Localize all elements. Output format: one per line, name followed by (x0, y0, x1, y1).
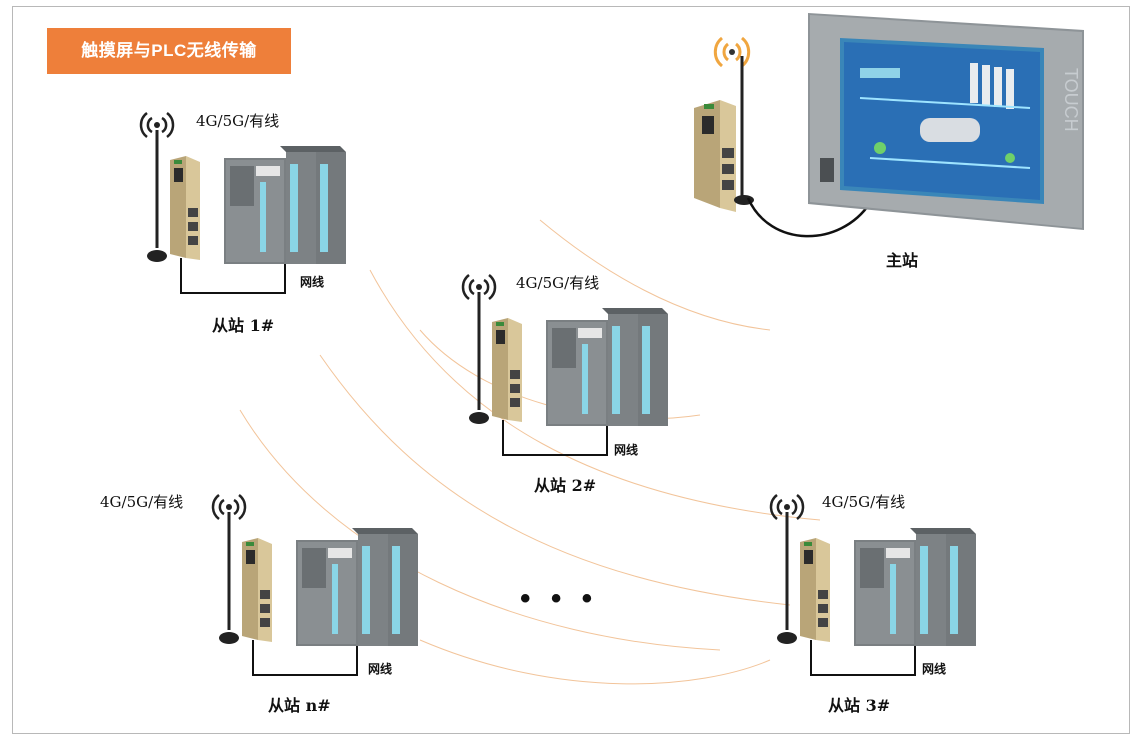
slave-n-link-label: 4G/5G/有线 (100, 493, 184, 511)
slave-station-3 (769, 493, 978, 677)
master-station: TOUCH (694, 13, 1084, 238)
slave-station-n (211, 493, 420, 677)
diagram-frame (12, 6, 1130, 734)
slave-station-1 (139, 111, 348, 295)
slave-3-cable-label: 网线 (922, 662, 947, 676)
slave-station-2 (461, 273, 670, 457)
slave-2-cable-label: 网线 (614, 443, 639, 457)
cable-icon (746, 197, 872, 238)
slave-2-link-label: 4G/5G/有线 (516, 274, 600, 292)
hmi-brand-text: TOUCH (1061, 68, 1081, 132)
slave-1-cable-label: 网线 (300, 275, 325, 289)
master-station-label: 主站 (886, 251, 919, 270)
slave-3-link-label: 4G/5G/有线 (822, 493, 906, 511)
hmi-touch-screen-icon: TOUCH (808, 13, 1084, 230)
wireless-signal-icon (713, 36, 751, 68)
router-icon (694, 100, 736, 212)
ellipsis: • • • (520, 582, 599, 615)
slave-n-label: 从站 n# (268, 696, 331, 715)
diagram-title: 触摸屏与PLC无线传输 (47, 28, 291, 74)
slave-1-label: 从站 1# (212, 316, 275, 335)
slave-n-cable-label: 网线 (368, 662, 393, 676)
slave-3-label: 从站 3# (828, 696, 891, 715)
slave-2-label: 从站 2# (534, 476, 597, 495)
slave-1-link-label: 4G/5G/有线 (196, 112, 280, 130)
